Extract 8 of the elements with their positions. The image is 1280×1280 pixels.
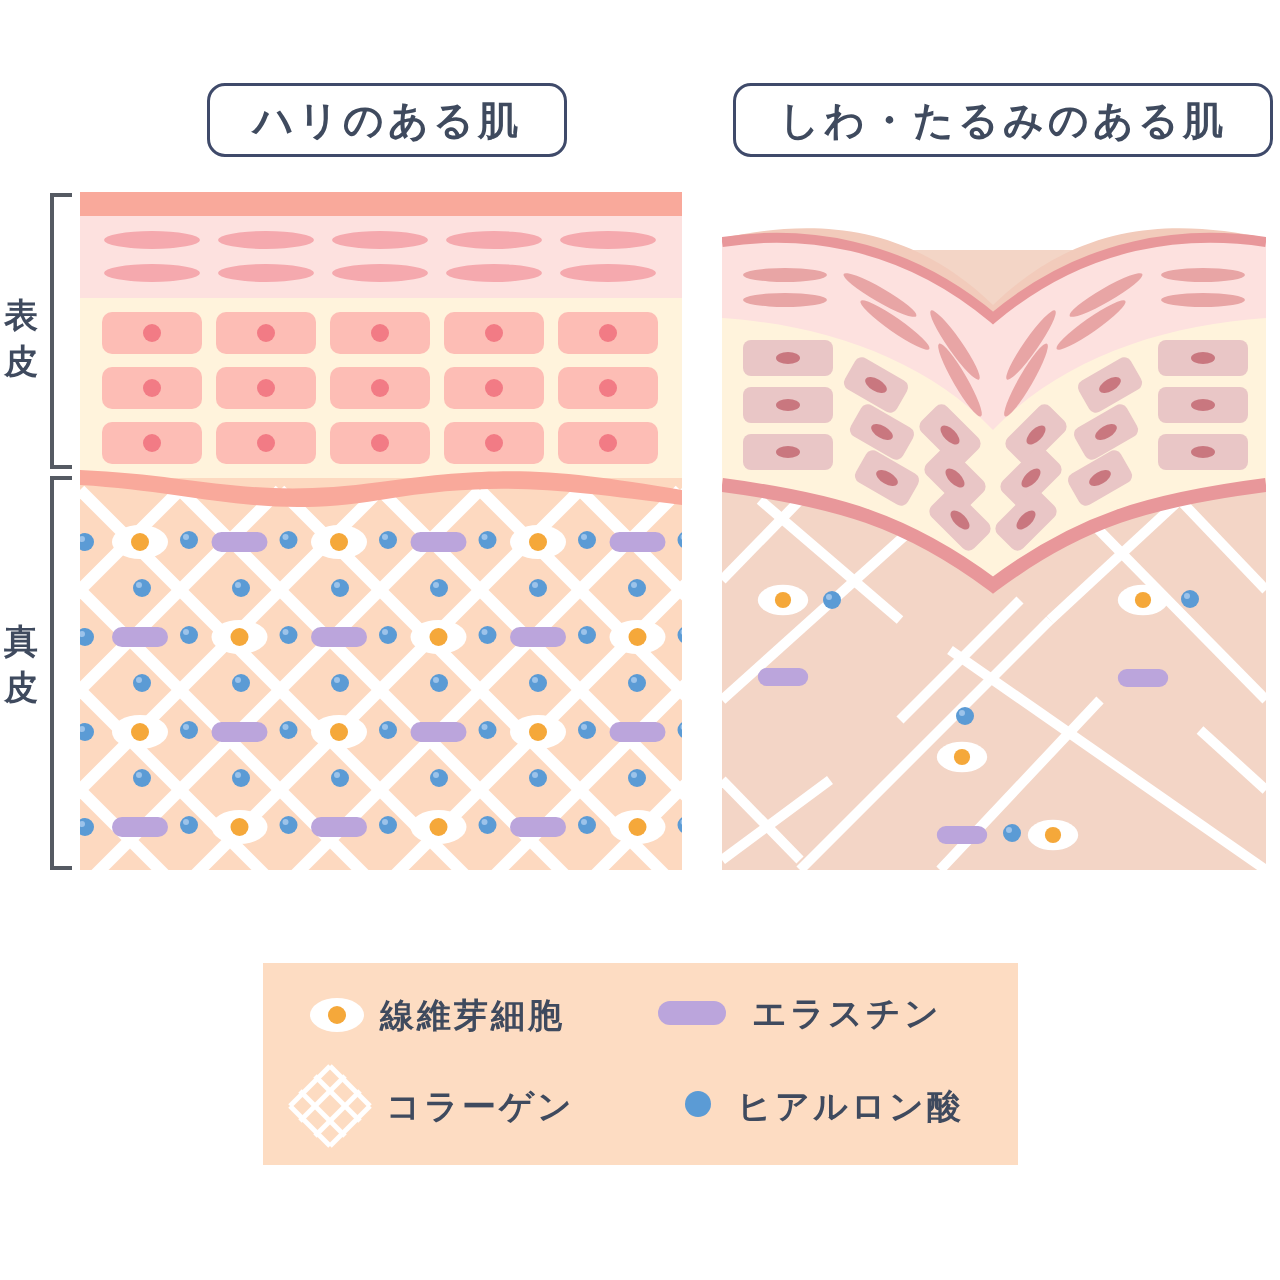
legend-label: 線維芽細胞: [380, 994, 565, 1037]
legend-label: ヒアルロン酸: [737, 1085, 964, 1128]
title-box: しわ・たるみのある肌: [733, 83, 1273, 157]
layer-label: 真皮: [4, 620, 39, 709]
legend-label: コラーゲン: [386, 1085, 575, 1128]
legend-label: エラスチン: [752, 992, 942, 1035]
layer-label: 表皮: [4, 294, 39, 383]
title-box: ハリのある肌: [207, 83, 567, 157]
